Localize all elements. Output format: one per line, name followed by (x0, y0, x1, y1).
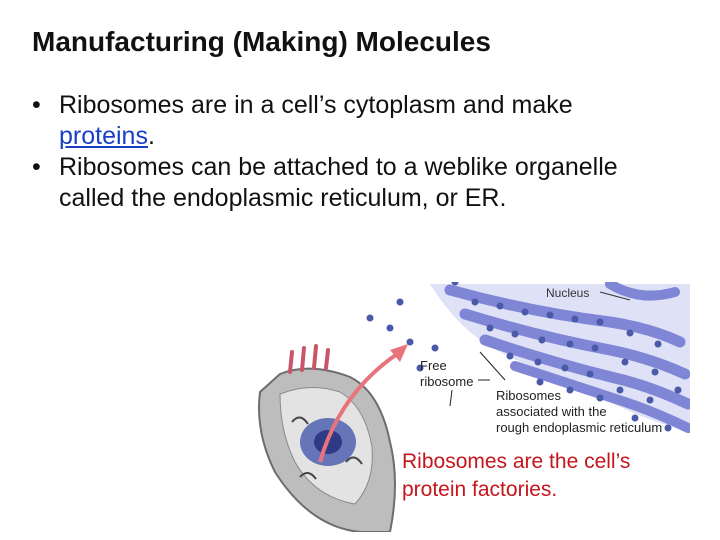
bullet-dot-icon: • (32, 91, 41, 119)
bullet-text: Ribosomes are in a cell’s cytoplasm and … (59, 91, 573, 119)
bullet-item: • Ribosomes can be attached to a weblike… (32, 152, 672, 214)
bullet-item: • Ribosomes are in a cell’s cytoplasm an… (32, 90, 672, 152)
caption-line-1: Ribosomes are the cell’s (402, 450, 630, 473)
nucleus-label: Nucleus (546, 286, 589, 300)
bullet-dot-icon: • (32, 153, 41, 181)
free-ribosome-label-2: ribosome (420, 374, 473, 389)
bullet-text-end: . (147, 122, 155, 150)
zoom-arrow (318, 344, 408, 463)
ribosome-diagram: Nucleus Free ribosome Ribosomes associat… (258, 282, 690, 532)
bullet-list: • Ribosomes are in a cell’s cytoplasm an… (32, 90, 672, 214)
endoplasmic-reticulum: Nucleus (366, 282, 690, 433)
caption-line-2: protein factories. (402, 478, 557, 501)
free-ribosome-label: Free (420, 358, 447, 373)
bullet-text: Ribosomes can be attached to a weblike o… (59, 153, 618, 212)
er-ribosomes-label-2: associated with the (496, 404, 607, 419)
proteins-link[interactable]: proteins (59, 122, 148, 150)
er-ribosomes-label-3: rough endoplasmic reticulum (496, 420, 662, 435)
slide-title: Manufacturing (Making) Molecules (32, 26, 491, 57)
er-ribosomes-label-1: Ribosomes (496, 388, 562, 403)
